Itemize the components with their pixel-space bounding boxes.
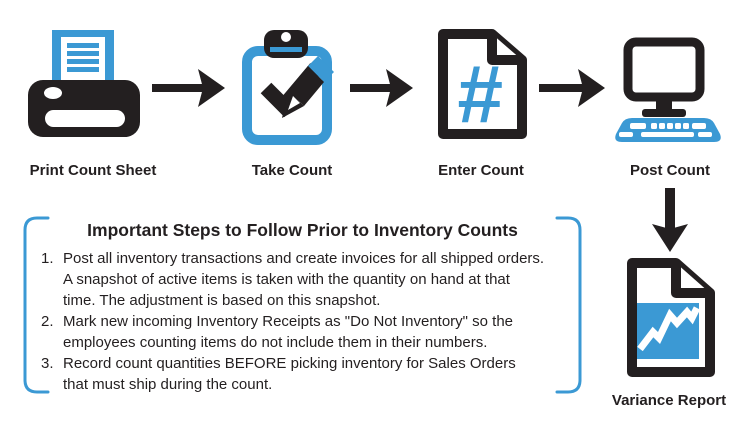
step-label-enter-count: Enter Count bbox=[438, 162, 524, 179]
numbers-document-icon: # bbox=[438, 29, 527, 140]
printer-icon bbox=[28, 30, 140, 137]
info-box-title: Important Steps to Follow Prior to Inven… bbox=[87, 220, 518, 240]
step-label-take-count: Take Count bbox=[251, 162, 333, 179]
info-box-border bbox=[23, 216, 582, 394]
arrow-right-icon bbox=[350, 69, 413, 107]
list-item-text: Post all inventory transactions and crea… bbox=[63, 250, 545, 309]
list-item-text: Mark new incoming Inventory Receipts as … bbox=[63, 313, 514, 351]
arrow-down-icon bbox=[652, 188, 688, 252]
list-item-number: 3. bbox=[41, 355, 54, 372]
arrow-right-icon bbox=[152, 69, 225, 107]
step-label-post-count: Post Count bbox=[630, 162, 710, 179]
list-item: 1. Post all inventory transactions and c… bbox=[41, 248, 586, 311]
step-label-variance-report: Variance Report bbox=[611, 392, 727, 409]
list-item-number: 1. bbox=[41, 250, 54, 267]
list-item: 3. Record count quantities BEFORE pickin… bbox=[41, 353, 586, 395]
list-item-number: 2. bbox=[41, 313, 54, 330]
step-label-print-count-sheet: Print Count Sheet bbox=[29, 162, 157, 179]
svg-text:#: # bbox=[456, 49, 502, 140]
clipboard-check-pencil-icon bbox=[242, 30, 334, 145]
arrow-right-icon bbox=[539, 69, 605, 107]
list-item-text: Record count quantities BEFORE picking i… bbox=[63, 355, 516, 393]
desktop-computer-icon bbox=[615, 37, 721, 142]
info-box-list: 1. Post all inventory transactions and c… bbox=[41, 248, 586, 395]
chart-report-icon bbox=[627, 258, 715, 377]
list-item: 2. Mark new incoming Inventory Receipts … bbox=[41, 311, 586, 353]
